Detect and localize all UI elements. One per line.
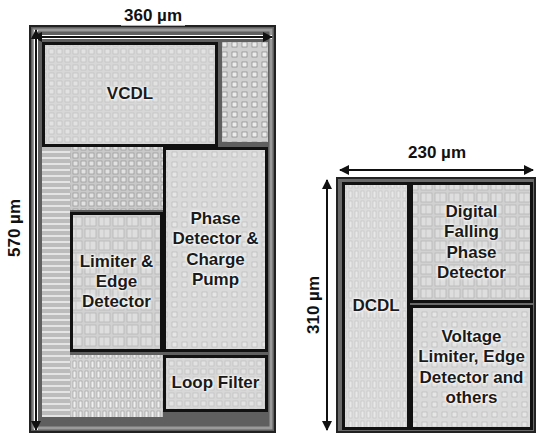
dimension-arrow [35, 30, 37, 430]
dimension-label: 360 µm [121, 7, 185, 26]
chip-outline [337, 178, 535, 432]
dimension-label: 230 µm [405, 144, 469, 163]
circuit-block: Loop Filter [163, 355, 268, 412]
block-label: Phase Detector & Charge Pump [170, 209, 261, 289]
circuit-block: Digital Falling Phase Detector [410, 182, 533, 303]
dimension-arrow [340, 169, 533, 171]
circuit-block: DCDL [342, 182, 410, 430]
dimension-arrow [33, 36, 272, 38]
circuit-block: Phase Detector & Charge Pump [163, 147, 268, 352]
chip-outline [30, 26, 275, 432]
circuit-block: Voltage Limiter, Edge Detector and other… [410, 305, 533, 430]
dimension-arrow [326, 180, 328, 430]
circuit-block: Limiter & Edge Detector [70, 212, 163, 352]
block-label: VCDL [107, 84, 153, 104]
block-label: Limiter & Edge Detector [77, 252, 156, 312]
circuit-block: VCDL [42, 42, 218, 147]
dimension-label: 310 µm [305, 273, 324, 337]
block-label: Digital Falling Phase Detector [417, 202, 526, 282]
dimension-label: 570 µm [6, 196, 25, 260]
block-label: Loop Filter [172, 373, 260, 393]
block-label: Voltage Limiter, Edge Detector and other… [417, 327, 526, 407]
block-label: DCDL [352, 296, 399, 316]
